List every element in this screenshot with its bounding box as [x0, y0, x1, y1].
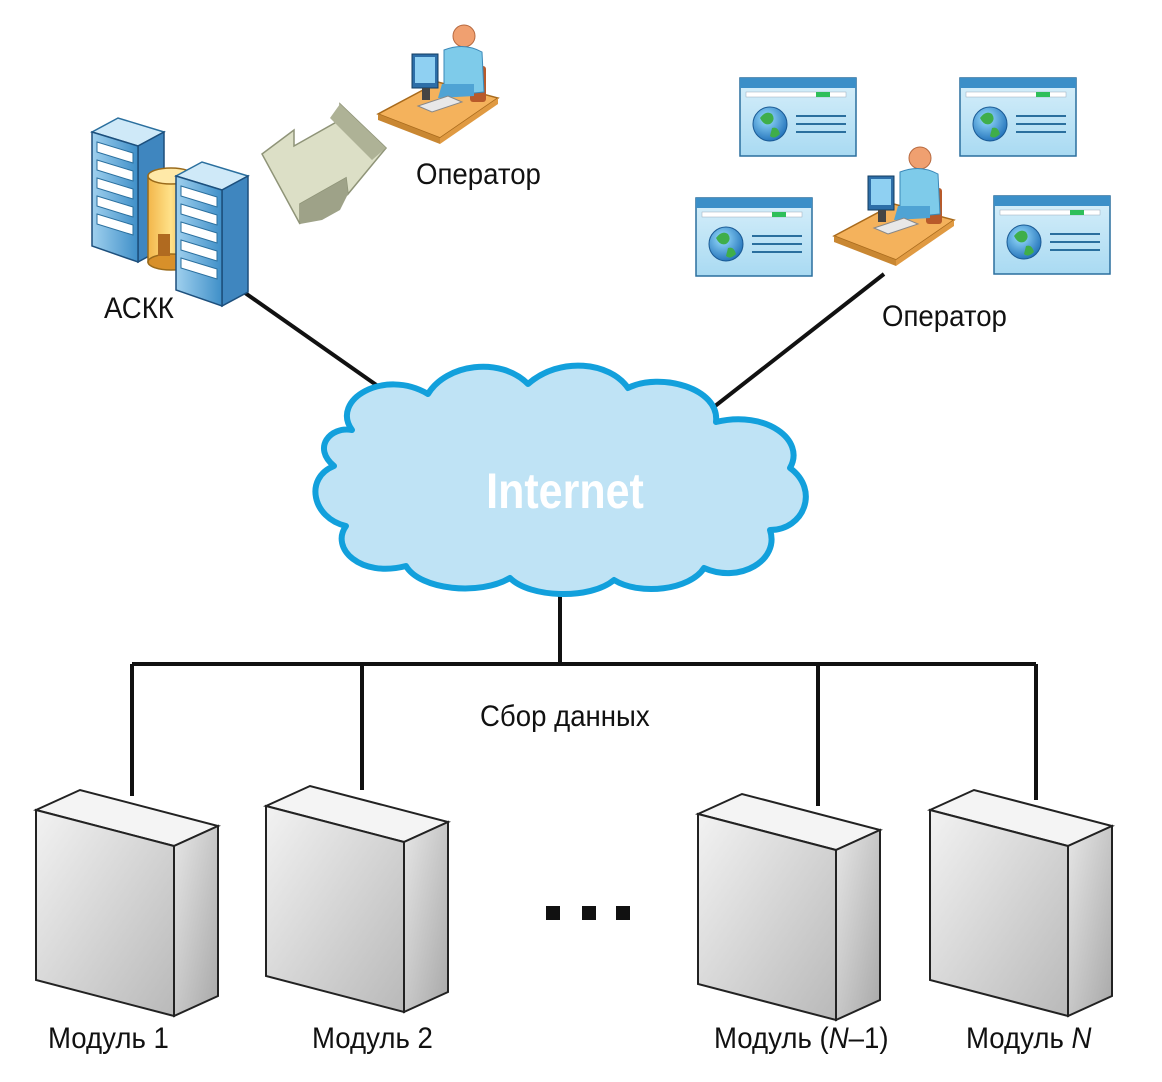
module-box-icon	[35, 789, 219, 1017]
operator-workstation-icon	[833, 146, 955, 267]
module-label: Модуль N	[966, 1022, 1092, 1055]
link-operator-internet	[708, 272, 886, 412]
module-label: Модуль (N–1)	[714, 1022, 889, 1055]
browser-window-icon	[959, 77, 1077, 157]
module-label: Модуль 2	[312, 1022, 433, 1055]
browser-window-icon	[739, 77, 857, 157]
bidirectional-arrow-icon	[261, 102, 388, 225]
cloud-label: Internet	[486, 463, 644, 519]
module-box-icon	[697, 793, 881, 1021]
server-cluster-label: АСКК	[104, 292, 174, 325]
module-box-icon	[265, 785, 449, 1013]
module-box-icon	[929, 789, 1113, 1017]
operator-left-label: Оператор	[416, 158, 541, 191]
operator-right-label: Оператор	[882, 300, 1007, 333]
browser-window-icon	[993, 195, 1111, 275]
module-label: Модуль 1	[48, 1022, 169, 1055]
bus-label: Сбор данных	[480, 700, 650, 733]
cloud-icon: Internet	[312, 362, 809, 598]
browser-window-icon	[695, 197, 813, 277]
operator-workstation-icon	[377, 24, 499, 145]
server-cluster-icon	[91, 117, 249, 307]
ellipsis-dots	[546, 906, 630, 920]
